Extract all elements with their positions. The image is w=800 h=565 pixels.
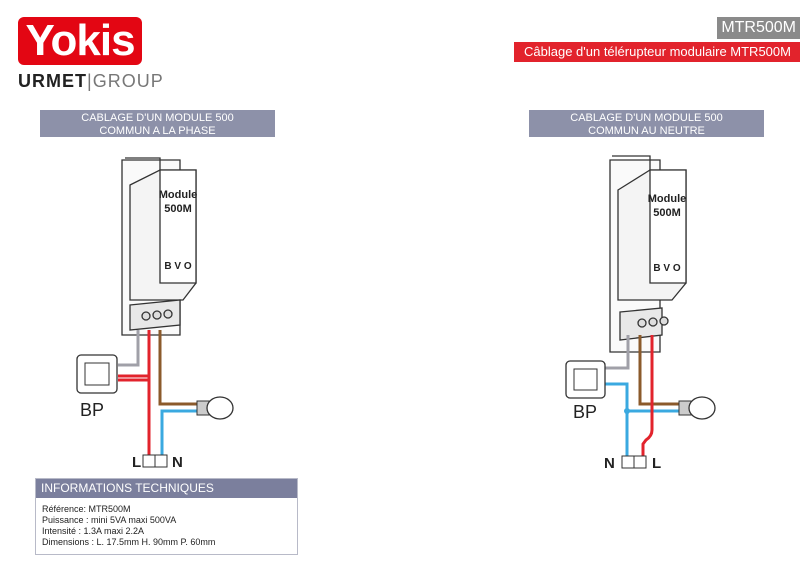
module-model: 500M	[164, 203, 192, 215]
diagram-phase: Module 500M B V O BP L N	[76, 157, 234, 471]
push-button-icon	[76, 354, 118, 394]
terminal-block-icon	[621, 455, 647, 469]
phase-label: L	[132, 454, 141, 471]
brown-wire	[158, 330, 198, 406]
group-right: GROUP	[92, 71, 164, 91]
diagram-2-title: CABLAGE D'UN MODULE 500 COMMUN AU NEUTRE	[529, 110, 764, 137]
switch-label: BP	[573, 402, 597, 422]
neutral-label: N	[604, 455, 615, 472]
neutral-label: N	[172, 454, 183, 471]
urmet-group-logo: URMET|GROUP	[18, 71, 164, 91]
junction-dot	[624, 408, 630, 414]
info-current: Intensité : 1.3A maxi 2.2A	[42, 526, 145, 536]
terminal-labels: B V O	[653, 263, 680, 274]
module-label: Module	[159, 189, 198, 201]
page-subtitle: Câblage d'un télérupteur modulaire MTR50…	[514, 42, 800, 62]
module-body	[121, 157, 197, 336]
module-body	[609, 155, 687, 353]
yokis-logo: Yokis	[18, 17, 142, 65]
brown-wire	[638, 335, 680, 406]
phase-label: L	[652, 455, 661, 472]
terminal-block-icon	[142, 454, 168, 468]
info-reference: Référence: MTR500M	[42, 504, 131, 514]
title-line: COMMUN AU NEUTRE	[588, 125, 705, 137]
title-line: CABLAGE D'UN MODULE 500	[81, 112, 234, 124]
info-power: Puissance : mini 5VA maxi 500VA	[42, 515, 177, 525]
group-left: URMET	[18, 71, 87, 91]
diagram-1-title: CABLAGE D'UN MODULE 500 COMMUN A LA PHAS…	[40, 110, 275, 137]
info-dimensions: Dimensions : L. 17.5mm H. 90mm P. 60mm	[42, 537, 216, 547]
title-line: COMMUN A LA PHASE	[99, 125, 216, 137]
red-wire-phase	[641, 335, 654, 461]
gray-wire	[118, 330, 140, 367]
red-wire-switch	[118, 374, 149, 382]
gray-wire	[605, 335, 630, 370]
diagram-neutral: Module 500M B V O BP N L	[565, 155, 716, 472]
model-badge: MTR500M	[717, 17, 800, 39]
switch-label: BP	[80, 400, 104, 420]
title-line: CABLAGE D'UN MODULE 500	[570, 112, 723, 124]
info-title: INFORMATIONS TECHNIQUES	[36, 479, 297, 498]
blue-wire-neutral	[160, 409, 198, 456]
terminal-labels: B V O	[164, 261, 191, 272]
blue-wire-neutral	[605, 382, 629, 461]
bulb-icon	[196, 396, 234, 420]
module-model: 500M	[653, 207, 681, 219]
module-label: Module	[648, 193, 687, 205]
technical-info-panel: INFORMATIONS TECHNIQUES Référence: MTR50…	[35, 478, 298, 555]
push-button-icon	[565, 360, 606, 399]
bulb-icon	[678, 396, 716, 420]
